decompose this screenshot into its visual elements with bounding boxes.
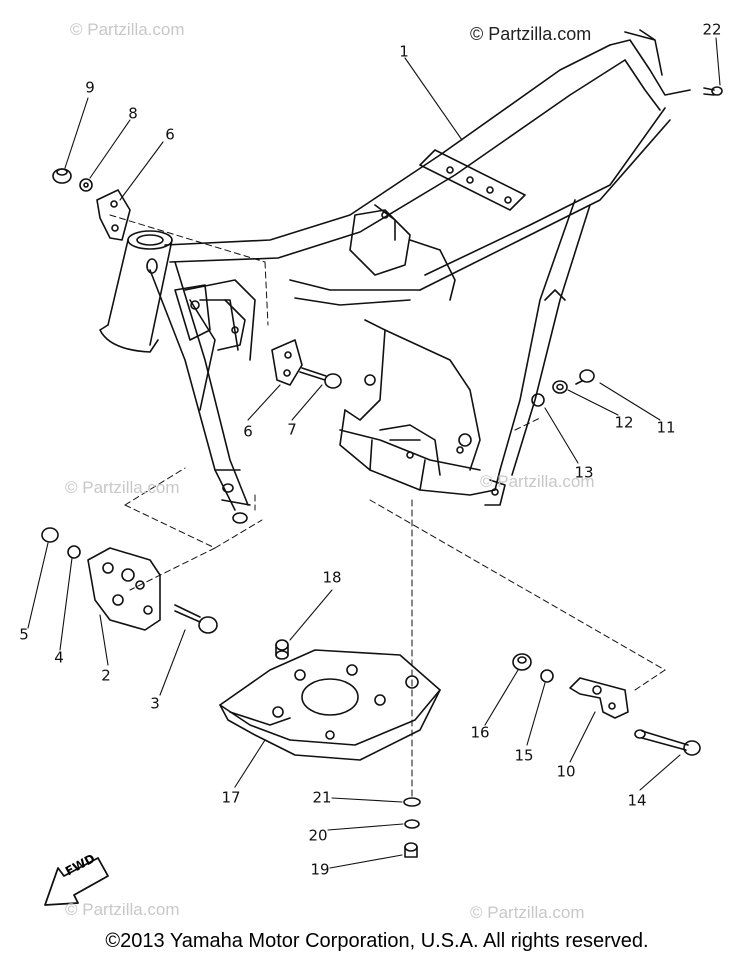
callout-8: 8 (128, 104, 138, 123)
callout-2: 2 (101, 666, 111, 685)
callout-14: 14 (627, 791, 647, 810)
frame-assembly (99, 29, 691, 524)
callout-22: 22 (702, 20, 722, 39)
guide-lines (124, 417, 666, 801)
watermark-bottom-right: © Partzilla.com (470, 903, 585, 922)
washer-15 (540, 669, 554, 683)
callout-11: 11 (656, 418, 676, 437)
nut-9 (52, 168, 72, 184)
callout-20: 20 (308, 826, 328, 845)
washer-20 (404, 819, 420, 829)
callout-3: 3 (150, 694, 160, 713)
callout-12: 12 (614, 413, 634, 432)
bolt-19 (404, 842, 418, 858)
callout-1: 1 (399, 42, 409, 61)
callout-17: 17 (221, 788, 241, 807)
engine-bracket-upper (96, 189, 131, 241)
bolt-3 (174, 604, 218, 634)
bolt-11 (575, 369, 595, 385)
bolt-14 (634, 729, 701, 756)
watermark-bottom-left: © Partzilla.com (65, 900, 180, 919)
watermark-top-left: © Partzilla.com (70, 20, 185, 39)
callout-19: 19 (310, 860, 330, 879)
leader-lines (27, 37, 721, 869)
callout-21: 21 (312, 788, 332, 807)
watermark-mid-right: © Partzilla.com (480, 472, 595, 491)
bolt-22 (703, 86, 723, 96)
callout-7: 7 (287, 420, 297, 439)
callout-13: 13 (574, 463, 594, 482)
skid-plate-17 (219, 649, 441, 761)
fwd-arrow-icon (44, 857, 109, 906)
callout-4: 4 (54, 648, 64, 667)
engine-mount-bracket-2 (87, 547, 161, 631)
callout-18: 18 (322, 568, 342, 587)
callout-5: 5 (19, 625, 29, 644)
collar-21 (403, 797, 421, 807)
nut-5 (41, 527, 59, 543)
bracket-10 (569, 677, 629, 719)
watermark-mid-left: © Partzilla.com (65, 478, 180, 497)
callout-16: 16 (470, 723, 490, 742)
copyright-notice: ©2013 Yamaha Motor Corporation, U.S.A. A… (105, 930, 649, 952)
callout-10: 10 (556, 762, 576, 781)
bolt-7 (299, 367, 342, 389)
watermark-top-right: © Partzilla.com (470, 24, 592, 44)
washer-13 (531, 393, 545, 407)
washer-4 (67, 545, 81, 559)
callout-6-upper: 6 (165, 125, 175, 144)
callout-9: 9 (85, 78, 95, 97)
washer-8 (79, 178, 93, 192)
washer-12 (552, 380, 568, 394)
nut-16 (512, 653, 532, 671)
callout-15: 15 (514, 746, 534, 765)
callout-6-lower: 6 (243, 422, 253, 441)
collar-18 (275, 639, 289, 660)
engine-bracket-mid (271, 339, 303, 386)
